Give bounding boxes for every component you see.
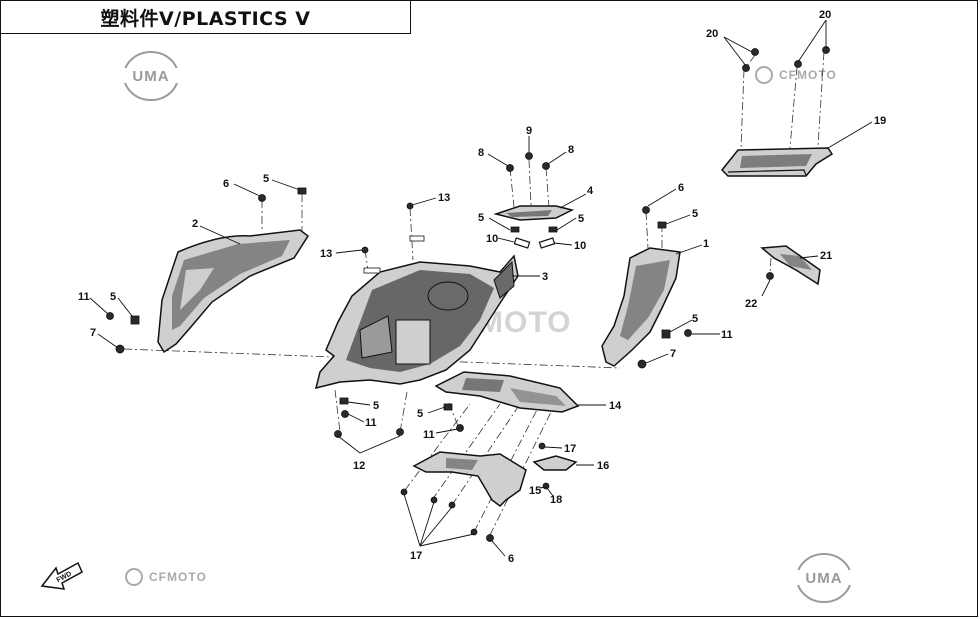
callout-7a: 7 [90,327,96,339]
callout-16: 16 [597,460,609,472]
callout-5e: 5 [692,208,698,220]
cfmoto-logo-bottom-text: CFMOTO [149,570,207,584]
callout-12: 12 [353,460,365,472]
callout-11c: 11 [365,417,377,429]
part-2-left-side-panel [157,229,310,354]
callout-9: 9 [526,125,532,137]
title-box: 塑料件Ⅴ/PLASTICS Ⅴ [1,1,411,34]
callout-5d: 5 [110,291,116,303]
callout-17b: 17 [410,550,422,562]
alignment-lines [123,51,825,536]
cfmoto-logo-top: CFMOTO [755,66,837,84]
callout-5c: 5 [263,173,269,185]
fwd-arrow-icon: FWD [40,561,83,590]
callout-labels: 20 20 19 9 8 8 4 5 5 10 10 13 13 3 6 5 2… [78,9,886,565]
callout-5g: 5 [373,400,379,412]
callout-13b: 13 [320,248,332,260]
callout-11d: 11 [423,429,435,441]
fasteners [106,46,830,542]
part-21-bracket [760,245,821,286]
callout-8a: 8 [478,147,484,159]
part-lower-rear-cover [412,451,527,507]
callout-7b: 7 [670,348,676,360]
uma-logo-top-text: UMA [132,68,169,85]
uma-logo-top: UMA [122,51,180,101]
callout-11b: 11 [721,329,733,341]
page-title: 塑料件Ⅴ/PLASTICS Ⅴ [100,7,311,30]
part-19-rear-panel [720,147,834,177]
callout-6c: 6 [508,553,514,565]
part-3-rear-center-frame [314,254,519,390]
part-4-top-cover [493,205,575,221]
leader-lines [89,19,873,557]
callout-14: 14 [609,400,622,412]
part-10-pads [513,237,556,249]
callout-18: 18 [550,494,562,506]
callout-21: 21 [820,250,832,262]
uma-logo-bottom: UMA [795,553,853,603]
part-16-clip [532,455,578,471]
callout-17a: 17 [564,443,576,455]
callout-5a: 5 [478,212,484,224]
callout-10b: 10 [574,240,586,252]
part-1-right-side-panel [601,247,681,367]
callout-5h: 5 [417,408,423,420]
callout-11a: 11 [78,291,90,303]
cfmoto-logo-bottom: CFMOTO [125,568,207,586]
cfmoto-logo-top-text: CFMOTO [779,68,837,82]
callout-6b: 6 [678,182,684,194]
uma-logo-bottom-text: UMA [805,570,842,587]
callout-10a: 10 [486,233,498,245]
part-14-under-tray [434,371,580,413]
callout-13a: 13 [438,192,450,204]
callout-3: 3 [542,271,548,283]
callout-22: 22 [745,298,757,310]
callout-1: 1 [703,238,709,250]
callout-2: 2 [192,218,198,230]
callout-4: 4 [587,185,594,197]
callout-5b: 5 [578,213,584,225]
callout-6a: 6 [223,178,229,190]
callout-19: 19 [874,115,886,127]
callout-8b: 8 [568,144,574,156]
callout-20b: 20 [819,9,831,21]
callout-20a: 20 [706,28,718,40]
callout-15: 15 [529,485,541,497]
callout-5f: 5 [692,313,698,325]
